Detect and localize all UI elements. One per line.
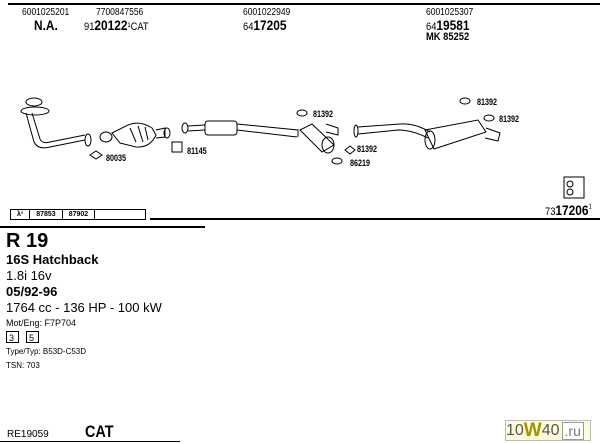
part-main: 20122 (94, 17, 128, 33)
kit-prefix: 73 (545, 206, 556, 218)
footer-rule (0, 441, 180, 442)
doors-3-icon: 3 (6, 331, 19, 343)
lambda-symbol: λ¹ (11, 210, 31, 219)
exhaust-diagram (20, 97, 600, 220)
oe-number-1: 6001025201 (22, 7, 70, 18)
middle-silencer (299, 123, 339, 154)
gasket-80035-icon (89, 150, 103, 160)
specs: 1764 cc - 136 HP - 100 kW (6, 300, 162, 315)
kit-icon (563, 176, 585, 199)
body-type: 16S Hatchback (6, 252, 99, 267)
logo-part: .ru (561, 421, 584, 440)
rear-pipe (353, 123, 431, 139)
part-number-2: 9120122¹CAT (84, 17, 149, 35)
part-number-3: 6417205 (243, 17, 287, 35)
part-label: 81392 (357, 144, 378, 154)
front-pipe (20, 97, 92, 149)
lambda-sensor-table: λ¹ 87853 87902 (10, 209, 147, 220)
logo-part: 40 (541, 421, 560, 439)
part-label: 80035 (106, 153, 127, 163)
doors-5-icon: 5 (26, 331, 39, 343)
part-label: 81392 (477, 97, 498, 107)
part-label: 86219 (350, 158, 371, 168)
kit-suffix: 1 (588, 203, 592, 211)
ref-cell: 87902 (63, 210, 96, 219)
gasket-81145-icon (171, 141, 183, 153)
part-label: 81145 (187, 146, 207, 156)
logo-part: 10 (506, 421, 524, 439)
part-prefix: 64 (243, 21, 254, 33)
part-label: 81392 (499, 114, 520, 124)
vehicle-rule (0, 226, 205, 228)
kit-number: 73172061 (545, 202, 592, 220)
center-pipe (181, 120, 299, 138)
kit-main: 17206 (555, 202, 589, 218)
type-code: Type/Typ: B53D-C53D (6, 347, 87, 356)
model-name: R 19 (6, 230, 49, 252)
rubber-mount-icons (296, 97, 495, 165)
ref-cell (95, 210, 145, 219)
cat-label: CAT (85, 422, 114, 441)
oe-number-2: 7700847556 (96, 7, 144, 18)
ref-cell: 87853 (30, 210, 63, 219)
part-number-4: 6419581 (426, 17, 470, 35)
oe-number-3: 6001022949 (243, 7, 291, 18)
part-prefix: 64 (426, 21, 437, 33)
part-main: 19581 (436, 17, 470, 33)
engine: 1.8i 16v (6, 268, 52, 283)
catalog-code: RE19059 (7, 429, 49, 440)
part-label: 81392 (313, 109, 334, 119)
part-prefix: 91 (84, 21, 95, 33)
part-main: 17205 (253, 17, 287, 33)
catalytic-converter (99, 122, 171, 148)
tsn: TSN: 703 (6, 361, 40, 370)
rear-silencer (424, 119, 501, 150)
mounting-kit-number: MK 85252 (426, 31, 470, 43)
oe-number-4: 6001025307 (426, 7, 474, 18)
years: 05/92-96 (6, 284, 58, 299)
part-number-1: N.A. (34, 17, 58, 33)
top-rule (8, 3, 600, 5)
part-suffix: ¹CAT (127, 21, 149, 33)
engine-code: Mot/Eng: F7P704 (6, 318, 77, 328)
logo-part: W (523, 419, 542, 441)
